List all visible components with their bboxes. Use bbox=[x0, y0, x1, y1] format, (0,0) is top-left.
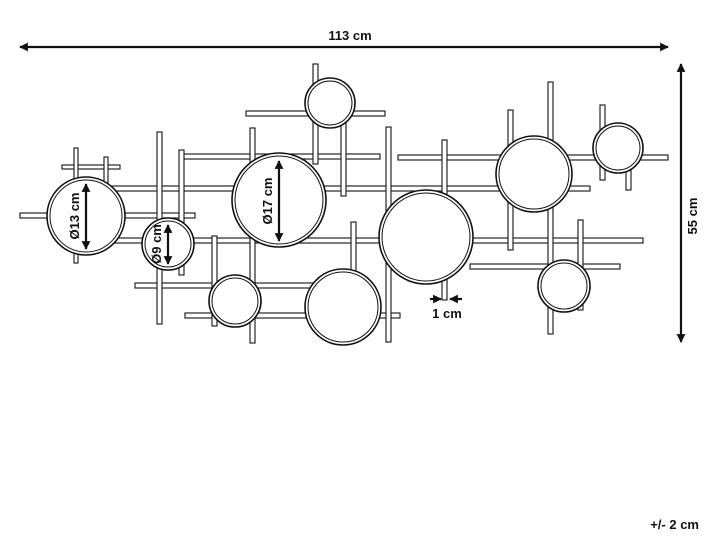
mirror bbox=[378, 189, 474, 285]
bar-thickness-dimension: 1 cm bbox=[430, 294, 462, 321]
mirror bbox=[304, 268, 382, 346]
bar-thickness-label: 1 cm bbox=[432, 306, 462, 321]
medium-mirror-diameter-dimension: Ø13 cm bbox=[67, 183, 91, 250]
mirrors bbox=[46, 77, 644, 346]
mirror bbox=[304, 77, 356, 129]
frame-bar bbox=[61, 164, 121, 170]
medium-mirror-diameter-label: Ø13 cm bbox=[67, 193, 82, 240]
large-mirror-diameter-dimension: Ø17 cm bbox=[260, 160, 284, 242]
mirror bbox=[592, 122, 644, 174]
small-mirror-diameter-dimension: Ø9 cm bbox=[149, 224, 173, 265]
mirror bbox=[208, 274, 262, 328]
small-mirror-diameter-label: Ø9 cm bbox=[149, 224, 164, 264]
frame-bar bbox=[178, 149, 185, 276]
large-mirror-diameter-label: Ø17 cm bbox=[260, 178, 275, 225]
tolerance-note: +/- 2 cm bbox=[650, 517, 699, 532]
mirror bbox=[537, 259, 591, 313]
height-dimension: 55 cm bbox=[676, 63, 700, 343]
mirror bbox=[495, 135, 573, 213]
frame-bar bbox=[211, 235, 218, 327]
width-dimension: 113 cm bbox=[19, 28, 669, 52]
frame-bar bbox=[184, 312, 401, 319]
height-label: 55 cm bbox=[685, 198, 700, 235]
width-label: 113 cm bbox=[328, 28, 371, 43]
